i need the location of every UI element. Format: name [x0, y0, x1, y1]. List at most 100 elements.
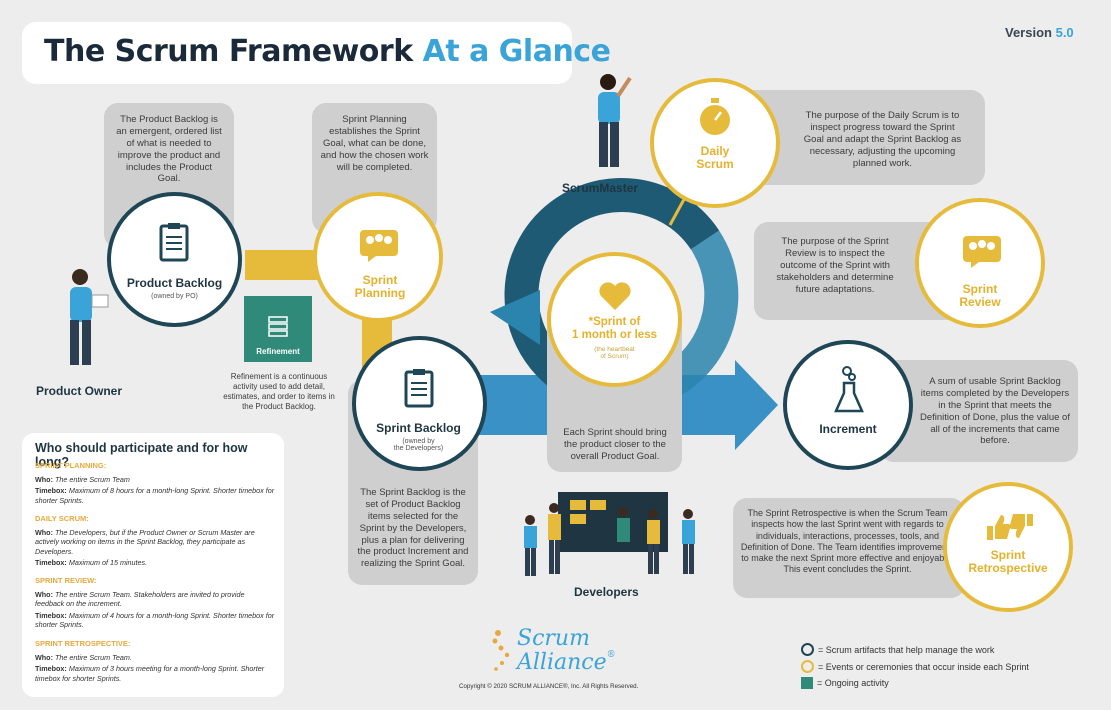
product-owner-figure: [70, 269, 109, 365]
legend-dark-circle-icon: [801, 643, 814, 656]
scrum-alliance-logo-mark: [492, 630, 510, 671]
sprint-retro-description: The Sprint Retrospective is when the Scr…: [740, 508, 955, 575]
timebox-text: Maximum of 3 hours meeting for a month-l…: [35, 664, 265, 683]
participation-title: Who should participate and for how long?: [35, 441, 248, 469]
logo-alliance-text: Alliance: [517, 650, 607, 675]
section-timebox: Timebox: Maximum of 8 hours for a month-…: [35, 486, 275, 505]
section-timebox: Timebox: Maximum of 15 minutes.: [35, 558, 275, 567]
who-text: The entire Scrum Team: [54, 475, 130, 484]
title-banner: [22, 22, 572, 84]
sprint-planning-description: Sprint Planning establishes the Sprint G…: [320, 114, 429, 173]
increment-circle[interactable]: [783, 340, 913, 470]
page-title: The Scrum Framework At a Glance: [44, 34, 611, 69]
clipboard-icon-sprint-backlog: [404, 369, 434, 408]
sprint-retro-card: [733, 498, 965, 598]
server-icon: [268, 316, 288, 337]
sprint-review-circle[interactable]: [915, 198, 1045, 328]
developers-label: Developers: [574, 585, 639, 599]
participation-panel: [22, 433, 284, 697]
participation-section-review: SPRINT REVIEW: Who: The entire Scrum Tea…: [35, 576, 275, 629]
title-accent: At a Glance: [422, 34, 611, 69]
participation-section-planning: SPRINT PLANNING: Who: The entire Scrum T…: [35, 461, 275, 505]
team-meeting-icon: [360, 230, 398, 262]
clipboard-icon: [159, 223, 189, 262]
sprint-circle[interactable]: [547, 252, 682, 387]
product-backlog-description: The Product Backlog is an emergent, orde…: [116, 114, 222, 185]
who-label: Who:: [35, 475, 53, 484]
sprint-cycle-arrowhead: [490, 290, 540, 345]
who-text: The Developers, but if the Product Owner…: [35, 528, 255, 556]
increment-card: [880, 360, 1078, 462]
legend-events-text: = Events or ceremonies that occur inside…: [818, 661, 1029, 672]
team-meeting-icon-review: [963, 236, 1001, 268]
logo-registered-mark: ®: [606, 650, 616, 660]
daily-scrum-label-line2: Scrum: [696, 157, 734, 172]
sprint-backlog-circle[interactable]: [352, 336, 487, 471]
product-owner-label: Product Owner: [36, 384, 123, 398]
section-who: Who: The entire Scrum Team.: [35, 653, 275, 662]
product-backlog-owner: (owned by PO): [151, 293, 198, 300]
sprint-planning-circle[interactable]: [313, 192, 443, 322]
sprint-description: Each Sprint should bring the product clo…: [563, 427, 667, 462]
who-text: The entire Scrum Team.: [54, 653, 132, 662]
section-timebox: Timebox: Maximum of 3 hours meeting for …: [35, 664, 275, 683]
scrummaster-label: ScrumMaster: [562, 181, 639, 195]
sprint-retro-label-line2: Retrospective: [968, 561, 1048, 576]
who-text: The entire Scrum Team. Stakeholders are …: [35, 590, 245, 609]
developers-figure: [524, 492, 695, 576]
sprint-backlog-description: The Sprint Backlog is the set of Product…: [357, 487, 469, 570]
participation-section-retro: SPRINT RETROSPECTIVE: Who: The entire Sc…: [35, 639, 275, 683]
sprint-backlog-owner-line1: (owned by: [402, 438, 435, 445]
sprint-backlog-owner-line2: the Developers): [393, 445, 444, 452]
flask-icon: [834, 366, 864, 413]
section-heading: SPRINT RETROSPECTIVE:: [35, 639, 131, 648]
timebox-text: Maximum of 15 minutes.: [68, 558, 148, 568]
product-backlog-label: Product Backlog: [126, 276, 223, 290]
legend-ongoing-text: = Ongoing activity: [817, 678, 889, 688]
timebox-label: Timebox:: [35, 664, 67, 674]
who-label: Who:: [35, 528, 53, 537]
sprint-review-label-line2: Review: [959, 295, 1001, 310]
legend-events: = Events or ceremonies that occur inside…: [801, 660, 1029, 673]
version-label: Version 5.0: [1005, 25, 1074, 40]
legend-gold-circle-icon: [801, 660, 814, 673]
section-who: Who: The entire Scrum Team: [35, 475, 275, 484]
sprint-planning-label-line2: Planning: [354, 286, 406, 301]
title-main: The Scrum Framework: [44, 34, 413, 69]
section-timebox: Timebox: Maximum of 4 hours for a month-…: [35, 611, 275, 630]
refinement-label: Refinement: [256, 347, 300, 356]
sprint-sub-line1: (the heartbeat: [594, 346, 635, 353]
legend-artifacts-text: = Scrum artifacts that help manage the w…: [818, 644, 995, 655]
sprint-retro-circle[interactable]: [943, 482, 1073, 612]
connector-pb-sp: [245, 250, 325, 280]
increment-description: A sum of usable Sprint Backlog items com…: [920, 376, 1070, 447]
scrummaster-figure: [598, 74, 632, 167]
section-heading: SPRINT REVIEW:: [35, 576, 97, 585]
section-heading: DAILY SCRUM:: [35, 514, 89, 523]
participation-section-daily: DAILY SCRUM: Who: The Developers, but if…: [35, 514, 275, 567]
sprint-backlog-label: Sprint Backlog: [376, 421, 461, 435]
sprint-label-line1: *Sprint of: [588, 316, 641, 328]
version-text: Version: [1005, 25, 1052, 40]
copyright-text: Copyright © 2020 SCRUM ALLIANCE®, Inc. A…: [459, 683, 639, 690]
refinement-description: Refinement is a continuous activity used…: [223, 372, 335, 411]
legend-artifacts: = Scrum artifacts that help manage the w…: [801, 643, 994, 656]
sprint-review-label-line1: Sprint: [962, 282, 998, 296]
daily-scrum-label-line1: Daily: [700, 144, 730, 158]
section-who: Who: The Developers, but if the Product …: [35, 528, 275, 556]
increment-label: Increment: [819, 422, 877, 436]
daily-scrum-card: [740, 90, 985, 185]
stopwatch-icon: [700, 98, 730, 135]
timebox-label: Timebox:: [35, 558, 67, 568]
legend-ongoing: = Ongoing activity: [801, 677, 889, 689]
sprint-review-description: The purpose of the Sprint Review is to i…: [776, 236, 894, 295]
who-label: Who:: [35, 653, 53, 662]
logo-word-alliance: Alliance®: [517, 650, 616, 675]
